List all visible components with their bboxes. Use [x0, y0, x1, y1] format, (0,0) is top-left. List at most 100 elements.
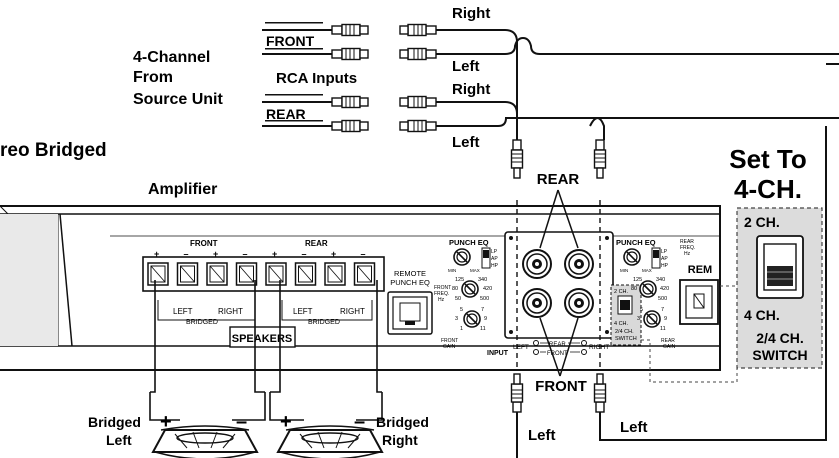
gain-5: 5 [460, 307, 463, 313]
label-right-rear: RIGHT [340, 307, 365, 316]
gain-11: 11 [480, 326, 486, 332]
gain-1: 1 [460, 326, 463, 332]
label-rca-inputs: RCA Inputs [276, 70, 357, 87]
terminal-polarity: – [243, 249, 248, 259]
speaker-terminal [206, 262, 228, 286]
rear-controls: PUNCH EQ MIN MAX LP AP HP REAR FREQ. Hz … [616, 238, 695, 350]
rca-plug [399, 119, 437, 133]
minus-left: – [236, 411, 247, 433]
speaker-leads [149, 392, 383, 421]
label-punch-eq-rear: PUNCH EQ [616, 238, 656, 247]
rear-freq-340: 340 [656, 277, 665, 283]
label-source-unit: Source Unit [133, 91, 223, 108]
terminal-polarity: – [302, 249, 307, 259]
callout-rear: REAR [537, 171, 580, 188]
set-to-line2: 4-CH. [734, 174, 802, 204]
input-jack-panel: LEFT RIGHT REAR FRONT [504, 231, 614, 357]
rear-freq-1: REAR [680, 239, 694, 245]
terminal-polarity: – [361, 249, 366, 259]
speaker-terminal [294, 262, 317, 286]
callout-two-ch: 2 CH. [744, 214, 780, 230]
plus-left: + [160, 411, 172, 433]
rem-terminal: REM [679, 264, 719, 325]
rear-freq-2: FREQ. [680, 245, 695, 251]
speaker-terminal [147, 262, 169, 286]
plus-right: + [280, 411, 292, 433]
speaker-terminal [176, 262, 199, 286]
speaker-terminal [353, 262, 376, 286]
bridged-right-1: Bridged [376, 414, 429, 430]
rca-plug [593, 139, 607, 179]
jack-front-label: FRONT [547, 351, 568, 357]
rear-freq-80: 80 [631, 286, 637, 292]
label-left-rear: LEFT [293, 307, 313, 316]
rca-plug [593, 373, 607, 413]
front-freq-3: Hz [438, 297, 445, 303]
speaker-wires [150, 280, 382, 393]
rear-gain-3: 3 [637, 316, 640, 322]
terminal-polarity: – [184, 249, 189, 259]
label-left-front: LEFT [173, 307, 193, 316]
freq-125: 125 [455, 277, 464, 283]
callout-lines [539, 189, 579, 377]
speaker-bridged-right [277, 425, 383, 458]
rear-freq-420: 420 [660, 286, 669, 292]
label-bridged-front: BRIDGED [186, 319, 218, 326]
label-stereo-bridged: reo Bridged [0, 140, 107, 161]
rear-gain-1: REAR [661, 338, 675, 344]
label-lp-rear: LP [661, 249, 668, 255]
rear-gain-5: 5 [640, 307, 643, 313]
rear-gain-2: GAIN [663, 344, 676, 350]
front-controls: PUNCH EQ MIN MAX LP AP HP 125 340 80 420… [434, 238, 509, 357]
rca-plug [331, 47, 369, 61]
freq-80: 80 [452, 286, 458, 292]
label-punch-eq-front: PUNCH EQ [449, 238, 489, 247]
label-input: INPUT [487, 350, 509, 357]
remote-punch-eq-port: REMOTE PUNCH EQ [387, 269, 433, 335]
label-rear-tag: REAR [266, 106, 306, 122]
label-left-bottom: Left [528, 427, 556, 444]
minus-right: – [354, 411, 365, 433]
label-min: MIN [448, 268, 456, 273]
small-2-4ch-switch: 2 CH. 4 CH. 2/4 CH. SWITCH [610, 284, 642, 346]
label-ap: AP [491, 256, 498, 262]
switch-callout: 2 CH. 4 CH. 2/4 CH. SWITCH [641, 207, 823, 383]
terminal-polarity: + [213, 249, 218, 259]
label-max: MAX [470, 268, 480, 273]
speaker-terminal [265, 262, 287, 286]
rear-gain-7: 7 [661, 307, 664, 313]
label-left-bottom-2: Left [620, 419, 648, 436]
gain-7: 7 [481, 307, 484, 313]
jack-right-label: RIGHT [589, 344, 609, 351]
rca-plug [510, 139, 524, 179]
label-speakers: SPEAKERS [232, 333, 293, 345]
bridged-right-2: Right [382, 432, 418, 448]
small-switch-1: 2/4 CH. [615, 329, 634, 335]
dashed-input-lines [516, 200, 601, 370]
label-front-tag: FRONT [266, 33, 315, 49]
label-right-mid: Right [452, 81, 490, 98]
speaker-terminal [324, 262, 346, 286]
label-punch-eq: PUNCH EQ [390, 278, 430, 287]
gain-9: 9 [484, 316, 487, 322]
callout-four-ch: 4 CH. [744, 307, 780, 323]
rear-freq-500: 500 [658, 296, 667, 302]
small-four-ch: 4 CH. [614, 321, 629, 327]
bridged-left-1: Bridged [88, 414, 141, 430]
rear-freq-125: 125 [633, 277, 642, 283]
label-rem: REM [688, 264, 712, 276]
label-bridged-rear: BRIDGED [308, 319, 340, 326]
rca-plug [399, 23, 437, 37]
label-amplifier: Amplifier [148, 181, 217, 198]
front-gain-2: GAIN [443, 344, 456, 350]
speaker-terminal [235, 262, 258, 286]
bridged-left-2: Left [106, 432, 132, 448]
rear-gain-9: 9 [664, 316, 667, 322]
freq-500: 500 [480, 296, 489, 302]
rca-plug [399, 47, 437, 61]
rca-plug [331, 23, 369, 37]
small-two-ch: 2 CH. [614, 289, 629, 295]
label-left-top: Left [452, 58, 480, 75]
routing-lines [480, 29, 839, 441]
